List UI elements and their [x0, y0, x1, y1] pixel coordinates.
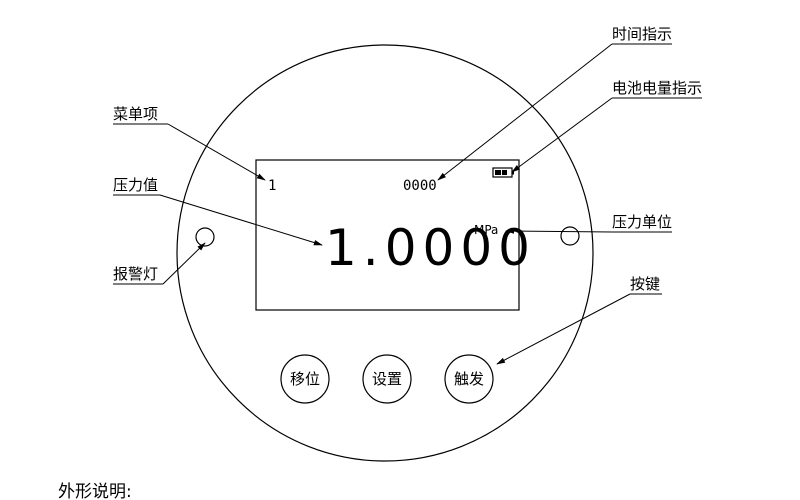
keys-label: 按键 [630, 275, 660, 293]
trigger-button-label: 触发 [454, 370, 484, 388]
settings-button[interactable]: 设置 [362, 354, 412, 404]
right-indicator-circle [560, 226, 580, 246]
alarm-light-label: 报警灯 [113, 265, 158, 283]
lcd-display [255, 159, 520, 311]
unit-readout: MPa [474, 223, 498, 237]
time-indicator-label: 时间指示 [612, 25, 672, 43]
menu-number: 1 [268, 178, 276, 194]
battery-indicator-label: 电池电量指示 [612, 79, 702, 97]
settings-button-label: 设置 [372, 370, 402, 388]
trigger-button[interactable]: 触发 [444, 354, 494, 404]
pressure-readout: 1.0000 [325, 219, 536, 277]
shift-button[interactable]: 移位 [280, 354, 330, 404]
callout-battery-indicator: 电池电量指示 [511, 79, 702, 173]
menu-item-label: 菜单项 [113, 105, 158, 123]
pressure-unit-label: 压力单位 [612, 213, 672, 231]
shift-button-label: 移位 [290, 370, 320, 388]
time-readout: 0000 [403, 178, 437, 194]
callout-pressure-unit: 压力单位 [505, 213, 672, 234]
caption-title: 外形说明: [58, 482, 132, 500]
pressure-value-label: 压力值 [113, 176, 158, 194]
gauge-body [176, 44, 594, 462]
callout-alarm-light: 报警灯 [113, 242, 206, 285]
battery-icon [492, 167, 514, 178]
callout-time-indicator: 时间指示 [437, 25, 672, 181]
callout-pressure-value: 压力值 [113, 176, 323, 246]
callout-keys: 按键 [496, 275, 662, 365]
callout-menu-item: 菜单项 [113, 105, 266, 181]
